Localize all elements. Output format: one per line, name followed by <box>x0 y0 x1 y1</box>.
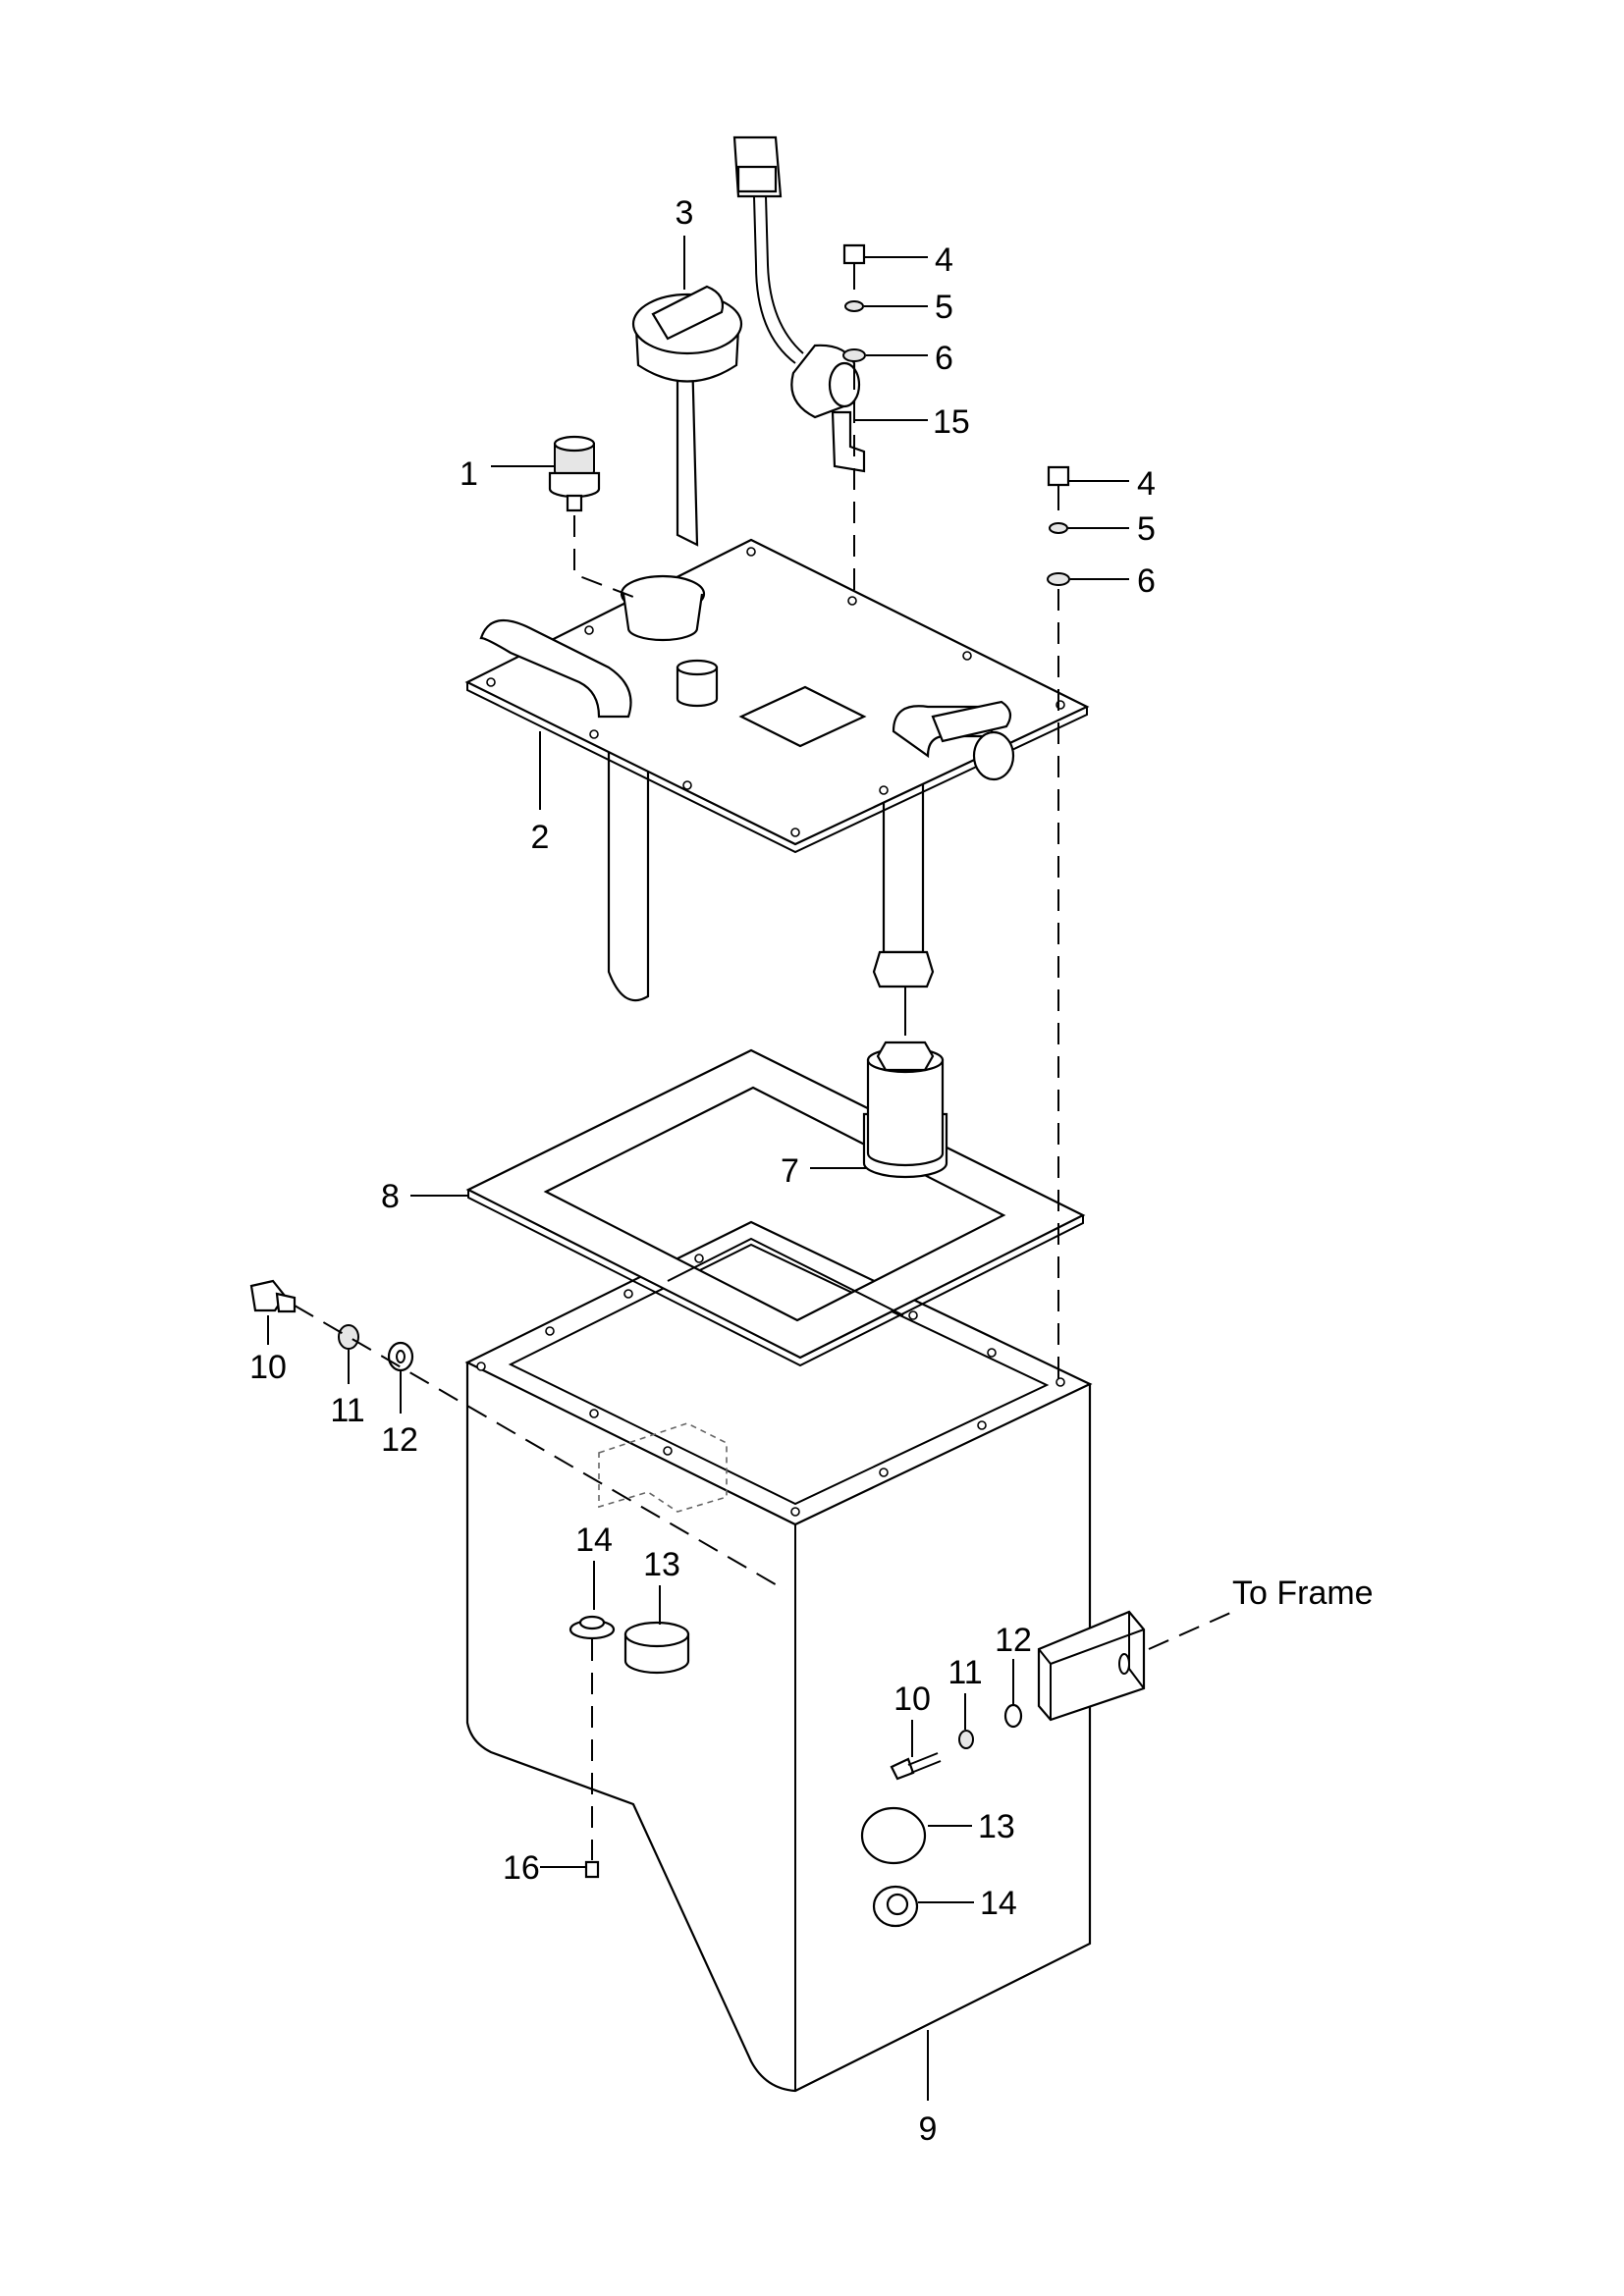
tank-cover-plate <box>464 538 1090 1002</box>
suction-filter <box>862 987 948 1179</box>
plugs-right <box>860 1806 927 1928</box>
callout-11: 11 <box>947 1654 982 1691</box>
callout-7: 7 <box>781 1152 799 1190</box>
callout-labels: 3 4 5 6 15 1 4 5 6 2 7 8 10 11 12 14 13 … <box>249 194 1374 2148</box>
plugs-left <box>568 1615 690 1675</box>
callout-6: 6 <box>935 340 953 377</box>
callout-13: 13 <box>643 1546 680 1583</box>
to-frame-label: To Frame <box>1232 1575 1374 1612</box>
level-sensor <box>732 135 866 473</box>
breather <box>548 435 601 512</box>
callout-10: 10 <box>893 1681 931 1718</box>
tank-body <box>464 1220 1093 2093</box>
callout-4: 4 <box>935 241 953 279</box>
leader-lines <box>267 236 1129 2101</box>
callout-13: 13 <box>978 1808 1015 1845</box>
callout-5: 5 <box>935 289 953 326</box>
callout-10: 10 <box>249 1349 287 1386</box>
bolt-set-upper <box>842 243 866 362</box>
bolt-set-right-side <box>890 1703 1023 1781</box>
callout-5: 5 <box>1137 510 1156 548</box>
tank-bolt-holes <box>476 1254 1065 1517</box>
bolt-set-right <box>1047 465 1070 586</box>
callout-6: 6 <box>1137 562 1156 600</box>
bolt-set-left <box>249 1279 414 1372</box>
filler-cap-dipstick <box>631 285 743 547</box>
callout-14: 14 <box>980 1885 1017 1922</box>
callout-16: 16 <box>503 1849 540 1887</box>
callout-12: 12 <box>381 1421 418 1459</box>
callout-12: 12 <box>995 1622 1032 1659</box>
drain-plug <box>584 1860 600 1879</box>
callout-4: 4 <box>1137 465 1156 503</box>
callout-1: 1 <box>460 455 478 493</box>
frame-bracket <box>1037 1610 1146 1722</box>
callout-3: 3 <box>676 194 694 232</box>
callout-14: 14 <box>575 1522 613 1559</box>
assembly-lines <box>294 368 1238 1860</box>
callout-2: 2 <box>531 819 550 856</box>
callout-8: 8 <box>381 1178 400 1215</box>
callout-15: 15 <box>933 403 970 441</box>
callout-11: 11 <box>330 1392 364 1429</box>
callout-9: 9 <box>919 2110 938 2148</box>
